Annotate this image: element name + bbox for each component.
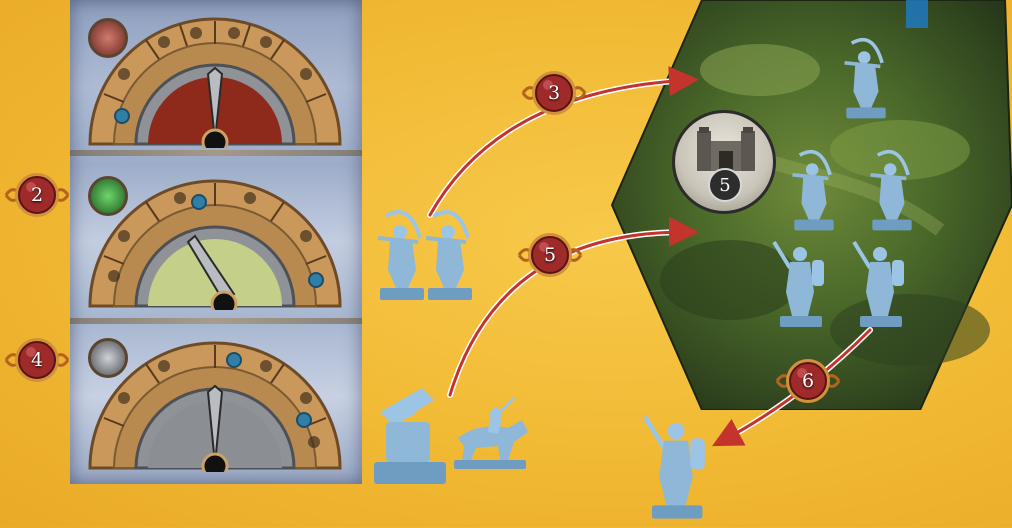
step-number: 2 xyxy=(14,172,60,218)
swordsman-figure[interactable] xyxy=(770,238,830,334)
archer-figure[interactable] xyxy=(788,148,840,237)
cavalry-figure[interactable] xyxy=(448,398,534,474)
swordsman-figure[interactable] xyxy=(640,410,712,528)
siege-engine-figure[interactable] xyxy=(372,378,450,492)
step-badge-2: 2 xyxy=(14,172,60,218)
step-badge-4: 4 xyxy=(14,337,60,383)
step-badge-6: 6 xyxy=(785,358,831,404)
step-number: 3 xyxy=(531,70,577,116)
step-number: 4 xyxy=(14,337,60,383)
archer-figure[interactable] xyxy=(424,208,476,307)
archer-figure[interactable] xyxy=(840,36,892,125)
step-badge-5: 5 xyxy=(527,232,573,278)
step-badge-3: 3 xyxy=(531,70,577,116)
step-number: 6 xyxy=(785,358,831,404)
step-number: 5 xyxy=(527,232,573,278)
swordsman-figure[interactable] xyxy=(850,238,910,334)
archer-figure[interactable] xyxy=(376,208,428,307)
archer-figure[interactable] xyxy=(866,148,918,237)
